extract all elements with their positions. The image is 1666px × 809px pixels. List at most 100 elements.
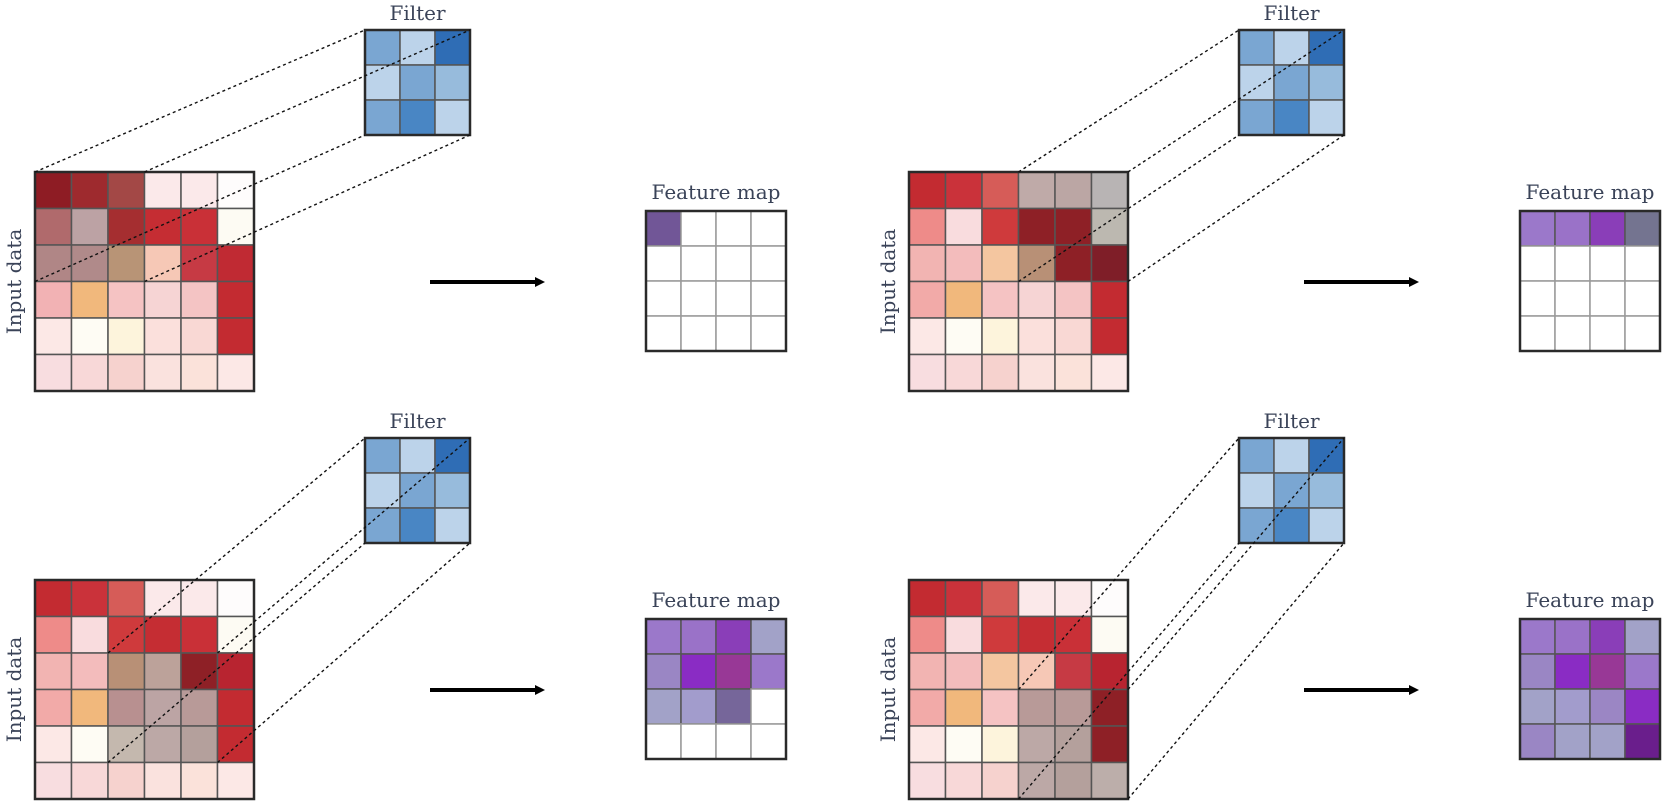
filter-cell-r1-c1 [399,64,436,101]
input-cell-r3-c5 [1090,280,1129,319]
input-cell-r4-c4 [180,725,219,764]
feature-cell-r3-c3 [750,723,787,760]
input-cell-r3-c4 [1054,688,1093,727]
feature-cell-r1-c0 [645,245,682,282]
projection-lines [107,437,471,764]
feature-cell-r2-c0 [1519,280,1556,317]
filter-cell-r0-c1 [1273,29,1310,66]
feature-map-label: Feature map [652,180,781,204]
projection-line [107,542,366,764]
input-cell-r2-c2 [981,244,1020,283]
feature-cell-r3-c0 [645,723,682,760]
input-cell-r0-c5 [1090,171,1129,210]
input-cell-r2-c1 [70,652,109,691]
input-cell-r2-c3 [143,244,182,283]
input-grid-border [33,578,256,801]
input-cell-r5-c1 [70,353,109,392]
filter-cell-r1-c2 [1308,472,1345,509]
projection-line [1127,542,1345,800]
filter-label: Filter [389,409,446,433]
input-cell-r2-c0 [34,244,73,283]
feature-cell-r2-c2 [715,280,752,317]
input-cell-r4-c4 [180,317,219,356]
input-cell-r0-c4 [1054,171,1093,210]
input-cell-r0-c0 [908,171,947,210]
projection-line [217,542,471,764]
input-cell-r2-c0 [34,652,73,691]
projection-line [217,437,471,654]
input-cell-r5-c1 [944,353,983,392]
input-cell-r0-c4 [180,579,219,618]
input-cell-r2-c5 [216,652,255,691]
filter-label: Filter [389,1,446,25]
filter-cell-r2-c2 [1308,507,1345,544]
input-cell-r5-c3 [1017,353,1056,392]
feature-cell-r0-c1 [680,618,717,655]
input-cell-r3-c2 [107,688,146,727]
filter-cell-r0-c0 [1238,437,1275,474]
input-cell-r1-c2 [107,207,146,246]
filter-cell-r2-c1 [399,507,436,544]
filter-cell-r1-c2 [434,64,471,101]
input-cell-r4-c2 [981,725,1020,764]
input-cell-r4-c1 [944,317,983,356]
input-cell-r4-c0 [34,725,73,764]
input-cell-r0-c0 [34,579,73,618]
input-cell-r2-c4 [1054,244,1093,283]
input-cell-r1-c1 [944,615,983,654]
filter-cell-r2-c0 [364,99,401,136]
input-cell-r3-c2 [981,280,1020,319]
feature-cell-r2-c1 [680,688,717,725]
feature-cell-r2-c2 [715,688,752,725]
input-data-label: Input data [2,229,26,335]
feature-cell-r0-c0 [1519,210,1556,247]
feature-cell-r1-c2 [1589,245,1626,282]
input-cell-r5-c1 [70,761,109,800]
feature-cell-r1-c0 [1519,653,1556,690]
input-cell-r2-c3 [1017,244,1056,283]
projection-line [144,29,471,173]
filter-cell-r1-c2 [434,472,471,509]
feature-cell-r2-c1 [1554,688,1591,725]
input-cell-r0-c3 [143,579,182,618]
input-cell-r3-c4 [180,280,219,319]
feature-cell-r3-c3 [750,315,787,352]
filter-cell-r2-c1 [1273,99,1310,136]
input-cell-r0-c2 [107,579,146,618]
input-data-label: Input data [876,637,900,743]
feature-cell-r1-c3 [750,653,787,690]
input-cell-r1-c1 [70,615,109,654]
feature-cell-r1-c1 [680,653,717,690]
input-cell-r5-c0 [34,761,73,800]
input-cell-r0-c3 [1017,171,1056,210]
feature-cell-r0-c3 [750,210,787,247]
feature-cell-r0-c3 [750,618,787,655]
input-grid [907,578,1130,801]
input-cell-r0-c1 [70,579,109,618]
input-cell-r4-c4 [1054,725,1093,764]
feature-cell-r3-c1 [680,723,717,760]
input-cell-r1-c2 [981,207,1020,246]
filter-label: Filter [1263,409,1320,433]
feature-cell-r1-c2 [1589,653,1626,690]
filter-cell-r1-c0 [364,64,401,101]
input-cell-r5-c0 [34,353,73,392]
input-cell-r2-c2 [107,244,146,283]
input-cell-r1-c3 [143,615,182,654]
feature-cell-r3-c2 [1589,723,1626,760]
input-cell-r4-c3 [1017,725,1056,764]
input-cell-r4-c1 [944,725,983,764]
feature-cell-r1-c0 [645,653,682,690]
input-cell-r3-c0 [908,688,947,727]
input-cell-r5-c4 [180,353,219,392]
feature-cell-r0-c3 [1624,210,1661,247]
feature-map-border [1518,617,1662,761]
input-cell-r3-c1 [944,280,983,319]
feature-cell-r0-c1 [680,210,717,247]
input-cell-r1-c5 [1090,207,1129,246]
input-cell-r4-c2 [107,317,146,356]
filter-grid [1237,28,1346,137]
filter-cell-r0-c2 [434,29,471,66]
input-cell-r5-c4 [1054,353,1093,392]
